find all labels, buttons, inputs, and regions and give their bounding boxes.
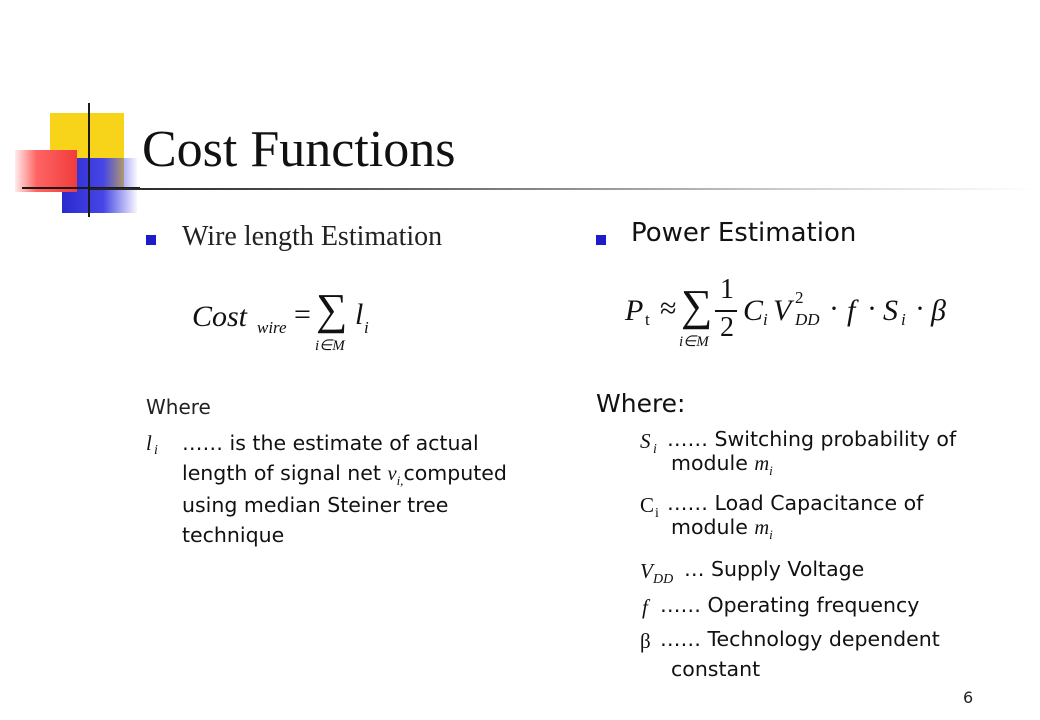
formula-equals: =: [294, 298, 311, 331]
pf-beta: β: [931, 294, 946, 327]
pf-v-sub: DD: [795, 310, 820, 329]
decor-vertical-line: [88, 103, 90, 217]
pf-lhs-sub: t: [645, 310, 650, 329]
pf-dot-1: ·: [829, 292, 839, 325]
pf-frac-num: 1: [720, 274, 734, 305]
decor-horizontal-line: [22, 187, 140, 189]
formula-sum-sub: i∈M: [315, 338, 345, 354]
pf-s-sub: i: [901, 310, 906, 329]
bullet-icon: [146, 235, 156, 245]
pf-v-sup: 2: [795, 288, 804, 307]
power-formula: P t ≈ ∑ i∈M 1 2 C i V 2 DD · f · S i · β: [625, 274, 975, 360]
wire-definition: l i …… is the estimate of actual length …: [146, 430, 566, 560]
pf-sum-icon: ∑: [681, 281, 713, 330]
page-number: 6: [963, 688, 974, 707]
pf-lhs: P: [625, 294, 644, 327]
formula-lhs: Cost: [192, 300, 248, 333]
wire-length-heading: Wire length Estimation: [182, 221, 443, 252]
pf-s: S: [883, 294, 898, 327]
pf-sum-sub: i∈M: [679, 334, 709, 350]
def-symbol: l: [146, 431, 152, 455]
slide-title: Cost Functions: [142, 121, 456, 178]
pf-c: C: [743, 294, 764, 327]
pf-dot-2: ·: [867, 292, 877, 325]
def-line-4: technique: [182, 523, 285, 547]
power-definitions: S i …… Switching probability of module m…: [640, 427, 957, 681]
pf-frac-bar: [715, 310, 737, 312]
decor-red-block: [15, 150, 77, 192]
def-line-3: using median Steiner tree: [182, 493, 449, 517]
where-label-right: Where:: [596, 389, 686, 418]
def-line-2: length of signal net vi,computed: [182, 461, 507, 489]
formula-term: l: [355, 298, 364, 331]
pf-f: f: [847, 294, 856, 327]
pf-v: V: [773, 294, 792, 327]
def-line-1: …… is the estimate of actual: [182, 431, 479, 455]
pf-c-sub: i: [763, 310, 768, 329]
wire-cost-formula: Cost wire = ∑ i∈M l i: [192, 285, 392, 360]
formula-lhs-sub: wire: [257, 318, 287, 337]
def-symbol-sub: i: [154, 443, 158, 458]
formula-term-sub: i: [364, 318, 369, 337]
where-label-left: Where: [146, 395, 211, 419]
title-underline: [90, 188, 1035, 190]
pf-frac-den: 2: [720, 312, 734, 343]
power-estimation-heading: Power Estimation: [631, 218, 857, 248]
pf-dot-3: ·: [915, 292, 925, 325]
bullet-icon: [596, 235, 606, 245]
formula-sum-icon: ∑: [316, 285, 348, 334]
pf-approx: ≈: [660, 292, 677, 325]
